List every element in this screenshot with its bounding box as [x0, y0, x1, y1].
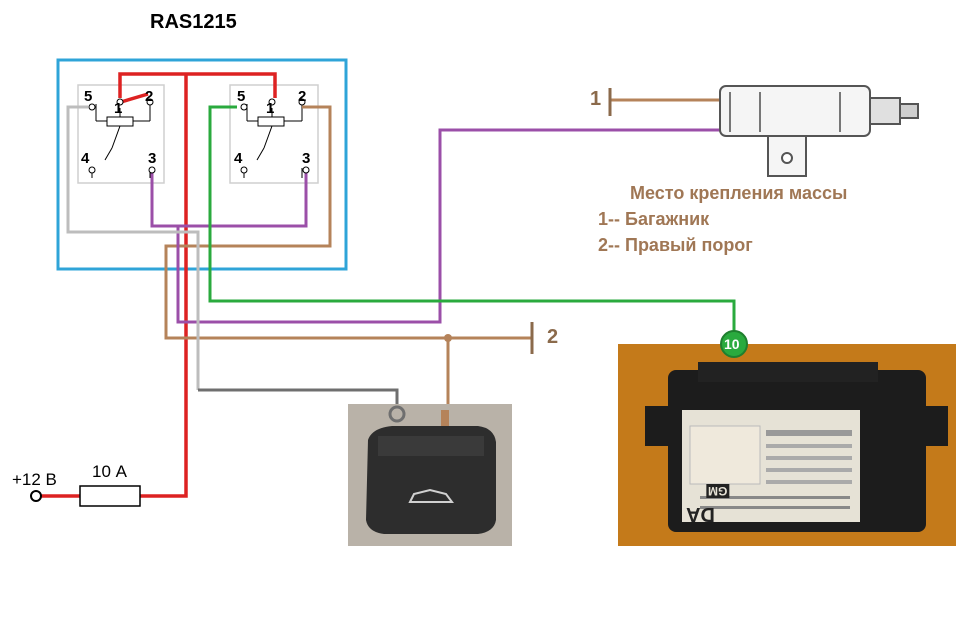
relay-enclosure: [56, 58, 348, 271]
ground-label-1: 1: [590, 88, 602, 110]
relay-left-schematic: [91, 104, 151, 178]
red-wires: [40, 72, 277, 498]
module-brand-label: DA: [686, 503, 715, 525]
relay-left-pin-1: 1: [114, 100, 123, 117]
relay-pin-contacts: [88, 98, 310, 174]
wire-junction: [444, 334, 452, 342]
relay-right-pin-2: 2: [298, 88, 307, 105]
legend-item-2: 2-- Правый порог: [598, 235, 753, 255]
connector-pin-marker: [720, 330, 748, 358]
relay-right-pin-5: 5: [237, 88, 246, 105]
module-code-label: GM: [706, 484, 730, 498]
fuse: [79, 485, 141, 507]
relay-left-pin-2: 2: [145, 88, 154, 105]
supply-voltage-label: +12 В: [12, 470, 57, 489]
gray-wires: [66, 105, 200, 390]
legend-heading: Место крепления массы: [630, 183, 848, 203]
darkgray-wire: [198, 388, 399, 410]
car-trunk-icon: [408, 488, 454, 503]
trunk-button-photo: [348, 404, 512, 546]
relay-left-pin-5: 5: [84, 88, 93, 105]
relay-right-pin-3: 3: [302, 150, 311, 167]
ground-label-2: 2: [547, 326, 559, 348]
purple-wires: [150, 128, 722, 324]
diagram-title: RAS1215: [150, 11, 237, 33]
control-module-photo: [618, 344, 956, 546]
relay-right-pin-4: 4: [234, 150, 243, 167]
connector-pin-number: 10: [724, 336, 740, 352]
relay-right-pin-1: 1: [266, 100, 275, 117]
relay-left-pin-3: 3: [148, 150, 157, 167]
fuse-rating-label: 10 А: [92, 462, 127, 481]
supply-terminal: [30, 490, 42, 502]
lock-actuator: [719, 85, 919, 177]
green-wire: [208, 105, 736, 350]
legend-item-1: 1-- Багажник: [598, 209, 710, 229]
relay-left-pin-4: 4: [81, 150, 90, 167]
